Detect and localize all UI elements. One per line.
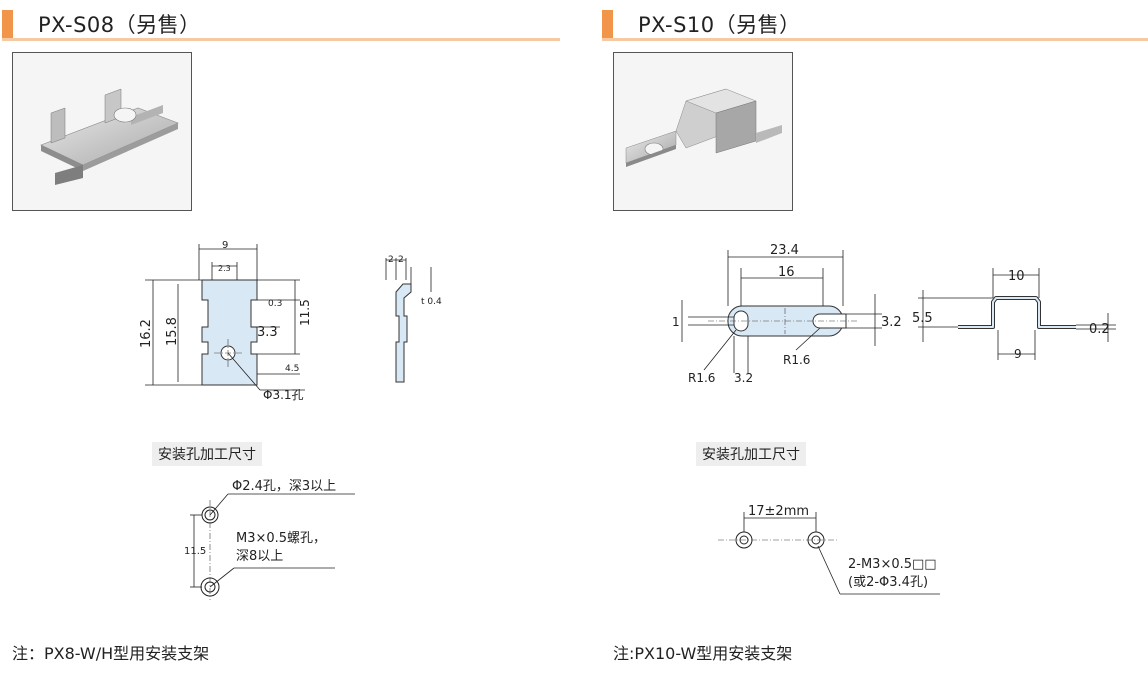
- mount-hole-label: Φ2.4孔，深3以上: [232, 479, 336, 494]
- section-title: PX-S08（另售）: [38, 13, 201, 37]
- px-s08-mount-drawing: 11.5 Φ2.4孔，深3以上 M3×0.5螺孔， 深8以上: [184, 479, 355, 600]
- dim-slot: 2.3: [218, 264, 231, 273]
- mount-screw-label-2: 深8以上: [236, 549, 283, 564]
- dim-radius-left: R1.6: [688, 371, 715, 385]
- mount-pitch: 17±2mm: [748, 504, 809, 519]
- dim-side-height: 5.5: [912, 311, 933, 326]
- dim-inner: 3.3: [257, 325, 278, 340]
- header-accent-bar: [602, 10, 613, 39]
- header-accent-bar: [2, 10, 13, 39]
- footnote: 注:PX10-W型用安装支架: [613, 644, 793, 663]
- side-view: [958, 296, 1076, 329]
- section-title: PX-S10（另售）: [638, 13, 801, 37]
- header-rule: [2, 38, 560, 41]
- dim-left-height: 1: [672, 315, 680, 329]
- product-photo: [12, 52, 192, 211]
- dim-right-height: 3.2: [881, 315, 902, 330]
- dim-gap: 0.3: [268, 299, 282, 309]
- dim-side-bottom: 9: [1014, 347, 1022, 361]
- dim-thickness: t 0.4: [421, 297, 442, 307]
- px-s08-dimension-drawing: 9 2.3 0.3 3.3 11.5 16.2 15.8 4.5 Φ3.1孔 2: [139, 240, 442, 402]
- section-header: PX-S08（另售）: [0, 8, 560, 41]
- panel-px-s10: PX-S10（另售） 23.4: [600, 0, 1148, 673]
- dim-pitch: 16: [778, 265, 795, 280]
- dim-total-height: 16.2: [139, 319, 154, 348]
- dim-width: 9: [222, 240, 228, 251]
- dim-side-width: 10: [1008, 269, 1025, 284]
- side-view: [395, 283, 412, 383]
- dim-bottom: 4.5: [285, 364, 299, 374]
- dim-side-b: 2: [398, 255, 404, 265]
- mount-subtitle: 安装孔加工尺寸: [696, 442, 806, 466]
- mount-pitch: 11.5: [184, 546, 206, 557]
- dim-hole: Φ3.1孔: [263, 388, 304, 402]
- dim-side-thickness: 0.2: [1089, 322, 1110, 337]
- px-s10-mount-drawing: 17±2mm 2-M3×0.5□□ (或2-Φ3.4孔): [718, 504, 940, 595]
- panel-px-s08: PX-S08（另售） 9: [0, 0, 560, 673]
- mount-screw-label-1: M3×0.5螺孔，: [236, 531, 326, 546]
- dim-side-a: 2: [388, 255, 394, 265]
- dim-bottom-width: 3.2: [734, 371, 753, 385]
- mount-label-1: 2-M3×0.5□□: [848, 557, 937, 572]
- mount-subtitle: 安装孔加工尺寸: [152, 442, 262, 466]
- mount-label-2: (或2-Φ3.4孔): [848, 575, 928, 590]
- plate-outline: [201, 279, 258, 386]
- product-photo: [613, 52, 793, 211]
- footnote: 注：PX8-W/H型用安装支架: [12, 644, 210, 663]
- px-s10-dimension-drawing: 23.4 16 1 3.2 R1.6 R1.6 3.2 10 5.5 9: [672, 243, 1116, 385]
- dim-height-right: 11.5: [298, 299, 312, 326]
- dim-radius-right: R1.6: [783, 353, 810, 367]
- header-rule: [602, 38, 1148, 41]
- dim-length: 23.4: [770, 243, 799, 258]
- dim-inner-height: 15.8: [165, 317, 180, 346]
- section-header: PX-S10（另售）: [600, 8, 1148, 41]
